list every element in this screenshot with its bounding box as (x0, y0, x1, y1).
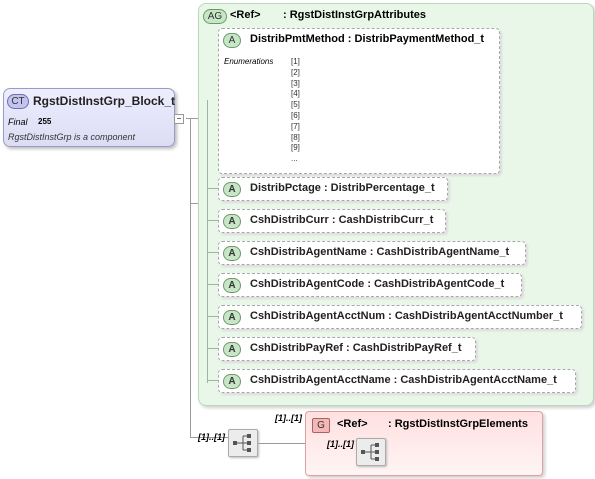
g-badge: G (312, 418, 330, 433)
enum-value: [5] (291, 100, 300, 110)
attribute-label: DistribPctage : DistribPercentage_t (250, 182, 435, 194)
connector-line (207, 188, 218, 189)
connector-line (207, 348, 218, 349)
attribute-badge: A (223, 310, 241, 325)
attribute-cshdistribagentcode[interactable]: A CshDistribAgentCode : CashDistribAgent… (218, 273, 522, 297)
final-label: Final (8, 117, 28, 127)
attribute-label: CshDistribAgentAcctName : CashDistribAge… (250, 374, 557, 386)
attribute-distribpctage[interactable]: A DistribPctage : DistribPercentage_t (218, 177, 448, 201)
sequence-compositor[interactable] (228, 429, 258, 457)
attribute-badge: A (223, 182, 241, 197)
complex-type-description: RgstDistInstGrp is a component (8, 132, 136, 142)
enum-value: [9] (291, 143, 300, 153)
enum-value: [8] (291, 132, 300, 142)
connector-line (207, 220, 218, 221)
enum-value: [4] (291, 89, 300, 99)
complex-type-box[interactable]: CT RgstDistInstGrp_Block_t Final 255 Rgs… (3, 88, 175, 147)
group-box[interactable]: G <Ref> : RgstDistInstGrpElements [1]..[… (305, 411, 543, 476)
attribute-label: CshDistribAgentCode : CashDistribAgentCo… (250, 278, 505, 290)
sequence-icon (361, 443, 379, 461)
enum-value: [2] (291, 67, 300, 77)
attribute-cshdistribpayref[interactable]: A CshDistribPayRef : CashDistribPayRef_t (218, 337, 476, 361)
sequence-cardinality: [1]..[1] (198, 432, 225, 442)
connector-line (207, 284, 218, 285)
complex-type-name: RgstDistInstGrp_Block_t (33, 94, 176, 108)
ct-badge: CT (7, 94, 29, 109)
sequence-icon (233, 434, 251, 452)
group-cardinality: [1]..[1] (275, 413, 302, 423)
connector-line (207, 316, 218, 317)
connector-line (190, 203, 198, 204)
enumerations-label: Enumerations (224, 57, 274, 66)
attribute-cshdistribagentacctnum[interactable]: A CshDistribAgentAcctNum : CashDistribAg… (218, 305, 582, 329)
ag-inner-line (207, 100, 208, 383)
attribute-badge: A (223, 342, 241, 357)
connector-line (258, 443, 305, 444)
attribute-label: DistribPmtMethod : DistribPaymentMethod_… (250, 33, 485, 45)
attribute-cshdistribcurr[interactable]: A CshDistribCurr : CashDistribCurr_t (218, 209, 446, 233)
ag-badge: AG (203, 9, 227, 24)
enumerations-list: [1] [2] [3] [4] [5] [6] [7] [8] [9] ... (291, 57, 300, 165)
attribute-badge: A (223, 246, 241, 261)
connector-line (207, 380, 218, 381)
enum-value: [7] (291, 121, 300, 131)
connector-line (190, 118, 191, 438)
attribute-distribpmtmethod[interactable]: A DistribPmtMethod : DistribPaymentMetho… (218, 28, 500, 174)
attribute-label: CshDistribPayRef : CashDistribPayRef_t (250, 342, 462, 354)
attribute-label: CshDistribAgentAcctNum : CashDistribAgen… (250, 310, 563, 322)
attribute-cshdistribagentacctname[interactable]: A CshDistribAgentAcctName : CashDistribA… (218, 369, 576, 393)
group-sequence-compositor[interactable] (356, 438, 386, 466)
attribute-badge: A (223, 374, 241, 389)
connector-line (186, 118, 198, 119)
attribute-cshdistribagentname[interactable]: A CshDistribAgentName : CashDistribAgent… (218, 241, 526, 265)
enum-value: [1] (291, 57, 300, 66)
attribute-badge: A (223, 278, 241, 293)
attribute-badge: A (223, 214, 241, 229)
attribute-label: CshDistribAgentName : CashDistribAgentNa… (250, 246, 510, 258)
enum-value: [6] (291, 110, 300, 120)
ag-ref: <Ref> (230, 9, 261, 21)
final-value: 255 (38, 117, 52, 126)
group-ref: <Ref> (337, 418, 368, 430)
attribute-label: CshDistribCurr : CashDistribCurr_t (250, 214, 434, 226)
group-name: : RgstDistInstGrpElements (388, 418, 528, 430)
group-inner-cardinality: [1]..[1] (327, 439, 354, 449)
enum-value: ... (291, 154, 298, 164)
attribute-badge: A (223, 33, 241, 48)
ag-name: : RgstDistInstGrpAttributes (283, 9, 426, 21)
connector-line (190, 437, 228, 438)
connector-line (207, 252, 218, 253)
collapse-toggle[interactable]: − (174, 114, 184, 124)
enum-value: [3] (291, 78, 300, 88)
